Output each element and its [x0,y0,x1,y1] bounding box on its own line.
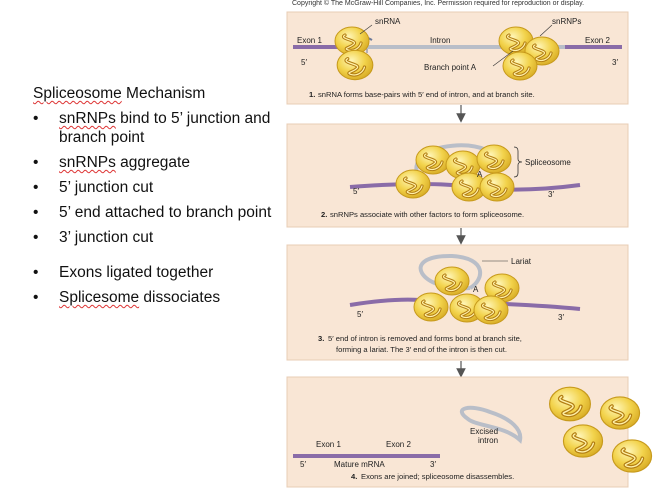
caption-number: 3. [318,334,324,343]
leader-line [359,24,373,35]
excised-label: Excised [470,427,498,436]
snrna-label: snRNA [375,17,401,26]
bullet-item: snRNPs aggregate [33,153,273,172]
spliceosome-label: Spliceosome [525,158,571,167]
snrnp-particle [547,385,593,423]
caption-number: 2. [321,210,327,219]
bullet-item: 3’ junction cut [33,228,273,247]
bullet-item: Exons ligated together [33,263,273,282]
snrnp-particle [433,265,471,297]
three-prime-label: 3′ [548,190,554,199]
bullet-text: 3’ junction cut [59,229,154,246]
panel-background [286,244,629,361]
caption-text: Exons are joined; spliceosome disassembl… [361,472,514,481]
three-prime-label: 3′ [612,58,618,67]
snrnp-particle [501,50,539,82]
branch-a-label: A [477,170,483,179]
three-prime-label: 3′ [430,460,436,469]
lariat-label: Lariat [511,257,532,266]
bullet-item: 5’ end attached to branch point [33,203,273,222]
slide-heading: Spliceosome Mechanism [33,85,273,103]
mature-mrna-label: Mature mRNA [334,460,385,469]
caption-text: snRNA forms base-pairs with 5′ end of in… [318,90,535,99]
snrnps-label: snRNPs [552,17,581,26]
snrnp-particle [475,143,513,175]
leader-line [492,50,514,67]
caption-number: 1. [309,90,315,99]
bullet-item: snRNPs bind to 5’ junction and branch po… [33,109,273,147]
bullet-text: Exons ligated together [59,264,214,281]
panel-step-3: Lariat 5′ 3′ A 3. 5′ end of intron is re… [286,244,629,361]
slide-text: Spliceosome Mechanism snRNPs bind to 5’ … [33,85,273,313]
bullet-underlined: Splicesome [59,289,140,306]
caption-text: forming a lariat. The 3′ end of the intr… [336,345,507,354]
caption-number: 4. [351,472,357,481]
three-prime-label: 3′ [558,313,564,322]
five-prime-label: 5′ [301,58,307,67]
snrnp-particle [394,168,432,200]
bullet-list: snRNPs bind to 5’ junction and branch po… [33,109,273,307]
heading-rest: Mechanism [121,85,206,102]
heading-word: Spliceosome [33,85,122,102]
panel-step-1: Exon 1 Intron Exon 2 snRNA snRNPs Branch… [286,11,629,105]
intron-label: intron [478,436,498,445]
snrnp-particle [414,144,452,176]
exon1-label: Exon 1 [297,36,322,45]
five-prime-label: 5′ [353,187,359,196]
caption-text: 5′ end of intron is removed and forms bo… [328,334,522,343]
intron-label: Intron [430,36,450,45]
snrnp-particle [598,395,642,431]
five-prime-label: 5′ [300,460,306,469]
branch-a-label: A [473,285,479,294]
bullet-item: 5’ junction cut [33,178,273,197]
bullet-text: 5’ end attached to branch point [59,204,272,221]
spliceosome-bracket [513,146,523,178]
exon2-label: Exon 2 [386,440,411,449]
leader-line [539,24,553,37]
snrnp-particle [472,294,510,326]
caption-text: snRNPs associate with other factors to f… [330,210,524,219]
excised-intron-loop [459,405,523,444]
bullet-text: 5’ junction cut [59,179,154,196]
snrnp-particle [412,291,450,323]
snrnp-particle [610,438,654,474]
exon2-label: Exon 2 [585,36,610,45]
bullet-text: bind to 5’ junction and branch point [59,110,271,146]
snrnp-particle [335,48,375,82]
bullet-text: dissociates [139,289,221,306]
bullet-underlined: snRNPs [59,154,116,171]
panel-step-2: Spliceosome 5′ 3′ A 2. snRNPs associate … [286,123,629,228]
bullet-item: Splicesome dissociates [33,288,273,307]
snrnp-particle [561,423,605,459]
branch-point-label: Branch point A [424,63,477,72]
snrnp-particle [478,171,516,203]
bullet-text: aggregate [115,154,190,171]
five-prime-label: 5′ [357,310,363,319]
copyright-notice: Copyright © The McGraw-Hill Companies, I… [292,0,585,7]
exon1-label: Exon 1 [316,440,341,449]
bullet-underlined: snRNPs [59,110,116,127]
